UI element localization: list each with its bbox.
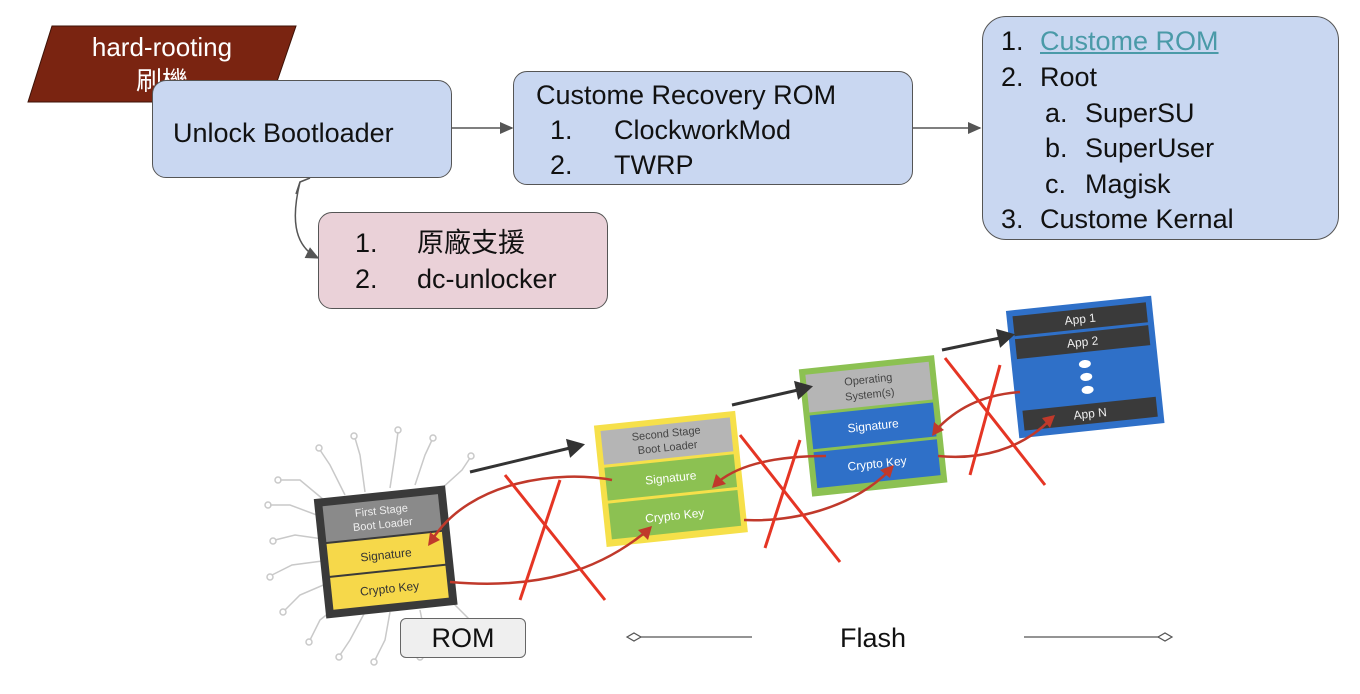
stage1-crypto-key: Crypto Key xyxy=(359,579,419,599)
flash-range xyxy=(625,632,1174,642)
app2-label: App 2 xyxy=(1066,333,1099,350)
method-1-num: 1. xyxy=(355,228,378,258)
custome-rom-link[interactable]: Custome ROM xyxy=(1040,26,1219,56)
outcome-2-text: Root xyxy=(1040,62,1098,92)
tag-line1: hard-rooting xyxy=(91,32,233,62)
stage1-signature: Signature xyxy=(360,545,413,564)
recovery-rom-box: Custome Recovery ROM 1. ClockworkMod 2. … xyxy=(513,71,913,185)
stage3-signature: Signature xyxy=(847,416,900,435)
recovery-1-text: ClockworkMod xyxy=(614,115,792,145)
stage2-signature: Signature xyxy=(645,468,698,487)
sub-c-text: Magisk xyxy=(1085,169,1171,199)
apps-block: App 1 App 2 App N xyxy=(1005,295,1165,439)
outcome-2-num: 2. xyxy=(1001,62,1024,92)
verification-arcs xyxy=(428,390,1055,585)
red-crosses xyxy=(503,357,1047,601)
flash-label: Flash xyxy=(840,623,907,653)
sub-a-text: SuperSU xyxy=(1085,98,1195,128)
sub-c-num: c. xyxy=(1045,169,1067,199)
method-2-num: 2. xyxy=(355,264,378,294)
outcomes-box: 1. Custome ROM 2. Root a. SuperSU b. Sup… xyxy=(982,16,1339,240)
stage3-title1: Operating xyxy=(844,372,893,389)
outcome-1-num: 1. xyxy=(1001,26,1024,56)
stage3-block: Operating System(s) Signature Crypto Key xyxy=(798,355,948,497)
recovery-1-num: 1. xyxy=(550,115,573,145)
sub-a-num: a. xyxy=(1045,98,1068,128)
sub-b-num: b. xyxy=(1045,133,1068,163)
sub-b-text: SuperUser xyxy=(1085,133,1215,163)
outcome-3-text: Custome Kernal xyxy=(1040,204,1234,234)
unlock-bootloader-box: Unlock Bootloader xyxy=(152,80,452,178)
app1-label: App 1 xyxy=(1064,311,1097,328)
outcome-3-num: 3. xyxy=(1001,204,1024,234)
method-2-text: dc-unlocker xyxy=(417,264,557,294)
rom-label: ROM xyxy=(400,618,526,658)
stage2-crypto-key: Crypto Key xyxy=(645,506,705,526)
stage3-title2: System(s) xyxy=(845,387,895,404)
stage1-block: First Stage Boot Loader Signature Crypto… xyxy=(313,485,458,619)
stage1-title1: First Stage xyxy=(354,502,408,519)
arrow-unlock-methods xyxy=(294,181,320,259)
method-1-text: 原廠支援 xyxy=(417,228,525,258)
recovery-title: Custome Recovery ROM xyxy=(536,80,837,110)
unlock-bootloader-label: Unlock Bootloader xyxy=(173,118,394,148)
appn-label: App N xyxy=(1073,405,1108,422)
forward-arrows xyxy=(469,328,1016,474)
recovery-2-num: 2. xyxy=(550,150,573,180)
recovery-2-text: TWRP xyxy=(614,150,694,180)
stage2-block: Second Stage Boot Loader Signature Crypt… xyxy=(593,410,748,547)
unlock-methods-box: 1. 原廠支援 2. dc-unlocker xyxy=(318,212,608,309)
